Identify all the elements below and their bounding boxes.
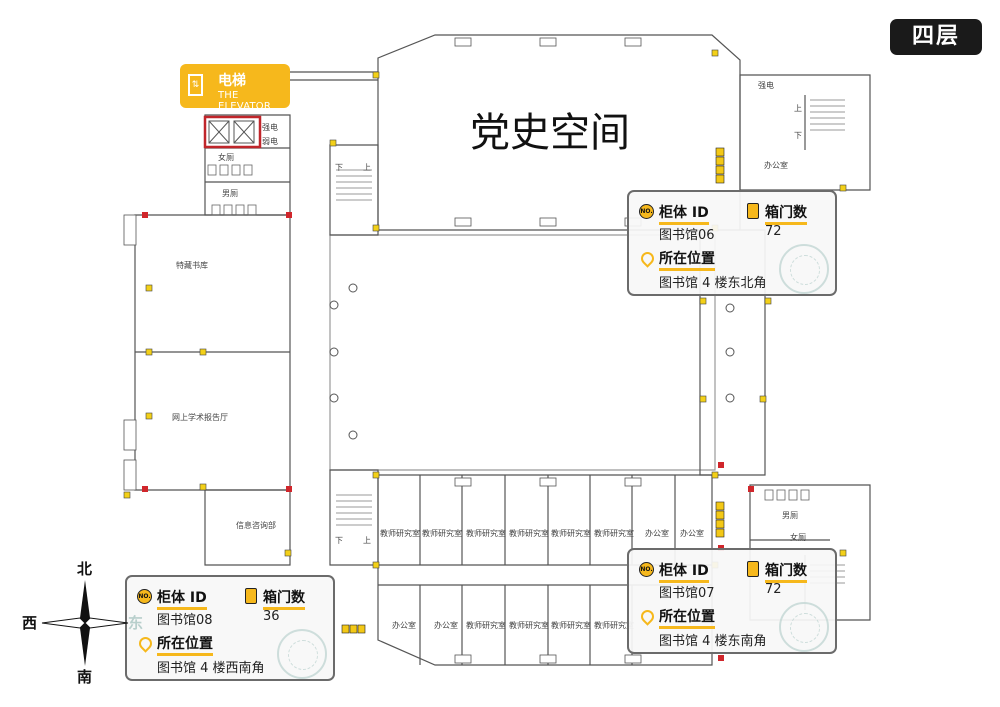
elevator-subtitle: THE ELEVATOR [218, 90, 272, 112]
stair-label-down-sw: 下 [335, 536, 343, 545]
location-pin-icon [638, 249, 657, 268]
elevator-shaft [203, 115, 262, 149]
room-label-study-8: 教师研究室 [509, 621, 549, 630]
cabinet-marker-sw [341, 624, 366, 634]
cabinet-card-se[interactable]: NO. 柜体 ID 箱门数 图书馆07 72 所在位置 图书馆 4 楼东南角 [627, 548, 837, 654]
room-label-study-2: 教师研究室 [422, 529, 462, 538]
room-label-special-stacks: 特藏书库 [176, 261, 208, 270]
compass-rose-icon [41, 580, 129, 666]
door-count-label: 箱门数 [765, 560, 807, 583]
room-label-office-s3: 办公室 [392, 621, 416, 630]
location-value: 图书馆 4 楼东北角 [659, 276, 767, 291]
room-label-study-3: 教师研究室 [466, 529, 506, 538]
room-label-office-ne: 办公室 [764, 161, 788, 170]
room-label-study-1: 教师研究室 [380, 529, 420, 538]
south-wing-outline [377, 474, 713, 666]
info-room-outline [204, 489, 291, 566]
cabinet-card-sw[interactable]: NO. 柜体 ID 箱门数 图书馆08 36 所在位置 图书馆 4 楼西南角 [125, 575, 335, 681]
room-label-online-hall: 网上学术报告厅 [172, 413, 228, 422]
id-badge-icon: NO. [137, 589, 152, 604]
room-label-women-wc-east: 女厕 [790, 533, 806, 542]
id-badge-icon: NO. [639, 562, 654, 577]
cabinet-marker-ne [715, 147, 725, 184]
ne-block-outline [739, 74, 871, 191]
floor-badge: 四层 [890, 19, 982, 55]
door-count-value: 72 [765, 582, 782, 597]
room-label-men-wc-east: 男厕 [782, 511, 798, 520]
courtyard-outline [329, 234, 716, 471]
hall-title: 党史空间 [470, 110, 630, 156]
stair-label-up-ne: 上 [794, 104, 802, 113]
location-label: 所在位置 [157, 633, 213, 656]
room-label-info-room: 信息咨询部 [236, 521, 276, 530]
room-label-study-5: 教师研究室 [551, 529, 591, 538]
sw-stair-outline [329, 469, 379, 566]
cabinet-id-value: 图书馆07 [659, 586, 715, 601]
compass-south: 南 [77, 668, 93, 686]
location-label: 所在位置 [659, 606, 715, 629]
room-label-office-s2: 办公室 [680, 529, 704, 538]
room-label-office-s1: 办公室 [645, 529, 669, 538]
cabinet-id-label: 柜体 ID [659, 560, 709, 583]
door-count-label: 箱门数 [263, 587, 305, 610]
west-stair-outline [329, 144, 379, 236]
compass-east: 东 [128, 614, 144, 632]
door-icon [747, 561, 759, 577]
room-label-shaft2: 弱电 [262, 137, 278, 146]
school-seal-watermark [277, 629, 327, 679]
location-pin-icon [136, 634, 155, 653]
cabinet-id-label: 柜体 ID [659, 202, 709, 225]
school-seal-watermark [779, 602, 829, 652]
id-badge-icon: NO. [639, 204, 654, 219]
elevator-icon: ⇅ [188, 74, 203, 96]
room-label-study-10: 教师研究室 [594, 621, 634, 630]
cabinet-marker-se [715, 501, 725, 538]
location-label: 所在位置 [659, 248, 715, 271]
compass-north: 北 [77, 560, 93, 578]
compass-west: 西 [22, 614, 38, 632]
door-icon [747, 203, 759, 219]
cabinet-id-value: 图书馆06 [659, 228, 715, 243]
stair-label-down: 下 [335, 163, 343, 172]
room-label-office-s4: 办公室 [434, 621, 458, 630]
elevator-title: 电梯 [218, 73, 246, 89]
room-label-men-wc: 男厕 [222, 189, 238, 198]
cabinet-id-value: 图书馆08 [157, 613, 213, 628]
room-label-shaft: 强电 [262, 123, 278, 132]
cabinet-id-label: 柜体 ID [157, 587, 207, 610]
door-count-value: 72 [765, 224, 782, 239]
door-icon [245, 588, 257, 604]
room-label-study-7: 教师研究室 [466, 621, 506, 630]
stair-label-up: 上 [363, 163, 371, 172]
location-value: 图书馆 4 楼西南角 [157, 661, 265, 676]
room-label-study-9: 教师研究室 [551, 621, 591, 630]
room-label-study-4: 教师研究室 [509, 529, 549, 538]
cabinet-card-ne[interactable]: NO. 柜体 ID 箱门数 图书馆06 72 所在位置 图书馆 4 楼东北角 [627, 190, 837, 296]
stair-label-up-sw: 上 [363, 536, 371, 545]
location-value: 图书馆 4 楼东南角 [659, 634, 767, 649]
location-pin-icon [638, 607, 657, 626]
room-label-study-6: 教师研究室 [594, 529, 634, 538]
school-seal-watermark [779, 244, 829, 294]
stair-label-down-ne: 下 [794, 131, 802, 140]
door-count-value: 36 [263, 609, 280, 624]
elevator-callout: ⇅ 电梯 THE ELEVATOR [180, 64, 290, 112]
room-label-shaft-east: 强电 [758, 81, 774, 90]
room-label-women-wc: 女厕 [218, 153, 234, 162]
door-count-label: 箱门数 [765, 202, 807, 225]
